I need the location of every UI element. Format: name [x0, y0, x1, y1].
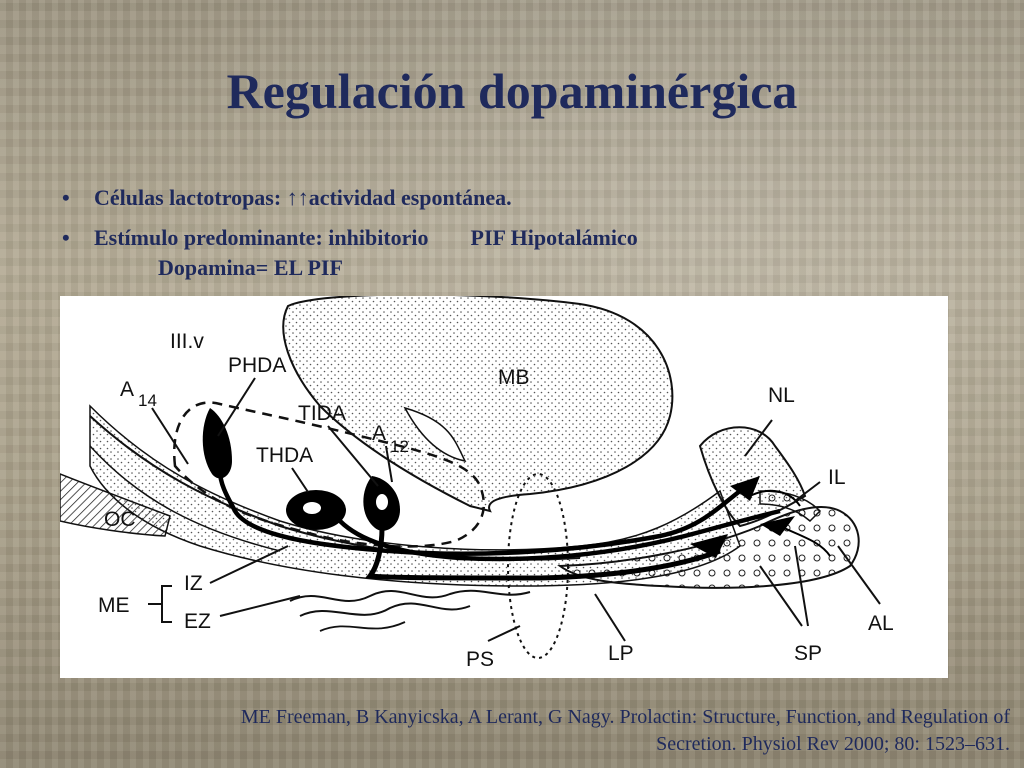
leader-line — [794, 545, 809, 627]
bullet-text: Células lactotropas: ↑↑actividad espontá… — [94, 185, 512, 210]
label-sp: SP — [794, 642, 822, 665]
bullet-extra: PIF Hipotalámico — [470, 225, 638, 250]
label-a12: A — [372, 422, 386, 445]
leader-line — [837, 545, 881, 605]
axon-terminal — [690, 534, 728, 558]
axon — [338, 508, 781, 562]
leader-line — [759, 565, 803, 627]
portal-vessel — [289, 589, 531, 602]
bullet-item: • Células lactotropas: ↑↑actividad espon… — [62, 183, 962, 213]
label-a14: A — [120, 378, 134, 401]
leader-line — [291, 467, 309, 493]
leader-line — [327, 425, 379, 487]
mammillary-body — [282, 296, 674, 513]
recess — [403, 406, 467, 463]
ventricle-line — [89, 445, 281, 552]
label-il: IL — [828, 466, 846, 489]
bullet-text: Estímulo predominante: inhibitorio — [94, 225, 429, 250]
axon-branch — [779, 525, 831, 557]
hypothalamus-pituitary-diagram: III.v PHDA MB A 14 TIDA A 12 THDA NL IL … — [60, 296, 948, 678]
thda-nucleus — [303, 502, 321, 514]
slide-title: Regulación dopaminérgica — [226, 63, 798, 119]
pituitary-stalk — [507, 473, 569, 659]
axon-terminal — [760, 516, 795, 536]
label-oc: OC — [104, 508, 136, 531]
leader-line — [594, 593, 626, 642]
label-iiiv: III.v — [170, 330, 204, 353]
label-phda: PHDA — [228, 354, 286, 377]
label-ez: EZ — [184, 610, 211, 633]
label-thda: THDA — [256, 444, 313, 467]
axon-branch — [749, 489, 801, 507]
me-bracket — [148, 585, 172, 623]
leader-line — [385, 445, 393, 483]
leader-line — [151, 407, 189, 465]
bullet-list: • Células lactotropas: ↑↑actividad espon… — [62, 183, 962, 293]
bullet-continuation: Dopamina= EL PIF — [158, 255, 343, 280]
bullet-marker: • — [62, 185, 70, 210]
bullet-marker: • — [62, 225, 70, 250]
bullet-item: • Estímulo predominante: inhibitorio PIF … — [62, 223, 962, 283]
citation-line: ME Freeman, B Kanyicska, A Lerant, G Nag… — [240, 706, 1010, 728]
label-nl: NL — [768, 384, 795, 407]
dashed-outline — [172, 401, 486, 548]
citation: ME Freeman, B Kanyicska, A Lerant, G Nag… — [30, 704, 1010, 758]
leader-line — [219, 595, 301, 617]
label-ps: PS — [466, 648, 494, 671]
label-me: ME — [98, 594, 130, 617]
portal-vessel — [319, 621, 406, 632]
leader-line — [209, 545, 289, 584]
label-a12-subscript: 12 — [390, 437, 409, 456]
leader-line — [217, 377, 256, 437]
optic-chiasm — [60, 473, 171, 537]
phda-neuron — [202, 408, 232, 479]
label-tida: TIDA — [298, 402, 346, 425]
label-mb: MB — [498, 366, 530, 389]
label-a14-subscript: 14 — [138, 391, 157, 410]
diagram-svg: III.v PHDA MB A 14 TIDA A 12 THDA NL IL … — [60, 296, 894, 671]
tida-nucleus — [376, 494, 388, 510]
leader-line — [744, 419, 773, 457]
label-al: AL — [868, 612, 894, 635]
label-iz: IZ — [184, 572, 203, 595]
citation-line: Secretion. Physiol Rev 2000; 80: 1523–63… — [656, 733, 1010, 755]
portal-vessel — [299, 602, 471, 617]
leader-line — [487, 625, 521, 642]
leader-line — [794, 481, 821, 502]
label-lp: LP — [608, 642, 634, 665]
axon — [365, 527, 721, 581]
